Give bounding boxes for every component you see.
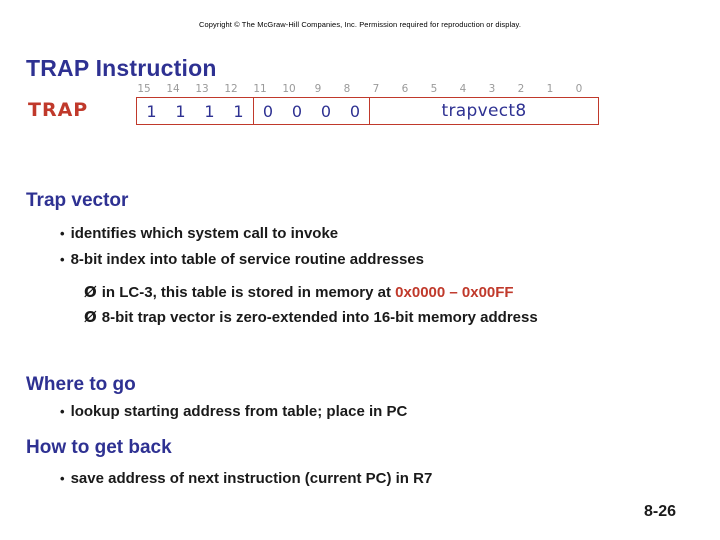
list-item: • 8-bit index into table of service routi…: [60, 251, 424, 268]
bit-number: 1: [546, 83, 554, 95]
list-item: • save address of next instruction (curre…: [60, 470, 432, 487]
bit-number: 2: [517, 83, 525, 95]
copyright-notice: Copyright © The McGraw-Hill Companies, I…: [198, 20, 522, 29]
page-number: 8-26: [643, 503, 676, 520]
list-item-label: in LC-3, this table is stored in memory …: [101, 284, 396, 301]
opcode-bit: 1: [175, 101, 186, 121]
bit-number: 3: [488, 83, 496, 95]
bullet-icon: •: [60, 471, 65, 486]
section-heading-how-to-get-back: How to get back: [26, 437, 172, 458]
bit-number: 9: [314, 83, 322, 95]
bit-number: 14: [166, 83, 180, 95]
list-item-label: identifies which system call to invoke: [70, 225, 339, 242]
bit-number: 13: [195, 83, 209, 95]
opcode-mnemonic: TRAP: [28, 99, 89, 121]
bit-number: 12: [224, 83, 238, 95]
list-item-accent: 0x0000 – 0x00FF: [395, 284, 514, 301]
opcode-bit: 1: [204, 101, 215, 121]
list-item-label: 8-bit trap vector is zero-extended into …: [101, 309, 538, 326]
page-title: TRAP Instruction: [26, 55, 217, 81]
zero-bit: 0: [320, 101, 332, 121]
bit-number: 10: [282, 83, 296, 95]
bullet-icon: •: [60, 226, 65, 241]
section-heading-trap-vector: Trap vector: [26, 190, 129, 211]
arrow-bullet-icon: Ø: [84, 308, 97, 326]
bit-number-row: 15 14 13 12 11 10 9 8 7 6 5 4 3 2 1 0: [136, 83, 600, 97]
opcode-bit: 1: [146, 101, 157, 121]
bit-number: 11: [253, 83, 267, 95]
trapvect8-label: trapvect8: [441, 101, 527, 121]
section-heading-where-to-go: Where to go: [26, 374, 136, 395]
bullet-icon: •: [60, 404, 65, 419]
instruction-format-diagram: 15 14 13 12 11 10 9 8 7 6 5 4 3 2 1 0 TR…: [28, 83, 599, 133]
zero-bit: 0: [262, 101, 274, 121]
list-item-label: lookup starting address from table; plac…: [70, 403, 408, 420]
zero-field: 0 0 0 0: [253, 98, 369, 124]
list-item: • identifies which system call to invoke: [60, 225, 338, 242]
bullet-icon: •: [60, 252, 65, 267]
opcode-bit: 1: [233, 101, 244, 121]
list-item-label: save address of next instruction (curren…: [70, 470, 433, 487]
bit-number: 4: [459, 83, 467, 95]
bit-number: 0: [575, 83, 583, 95]
list-item-label: 8-bit index into table of service routin…: [70, 251, 424, 268]
zero-bit: 0: [291, 101, 303, 121]
opcode-field: 1 1 1 1: [137, 98, 253, 124]
trapvect8-field: trapvect8: [369, 98, 598, 124]
arrow-bullet-icon: Ø: [84, 283, 97, 301]
instruction-bit-box: 1 1 1 1 0 0 0 0 trapvect8: [136, 97, 599, 125]
bit-number: 7: [372, 83, 380, 95]
bit-number: 5: [430, 83, 438, 95]
list-item: • lookup starting address from table; pla…: [60, 403, 407, 420]
bit-number: 6: [401, 83, 409, 95]
bit-number: 15: [137, 83, 151, 95]
zero-bit: 0: [349, 101, 361, 121]
bit-number: 8: [343, 83, 351, 95]
